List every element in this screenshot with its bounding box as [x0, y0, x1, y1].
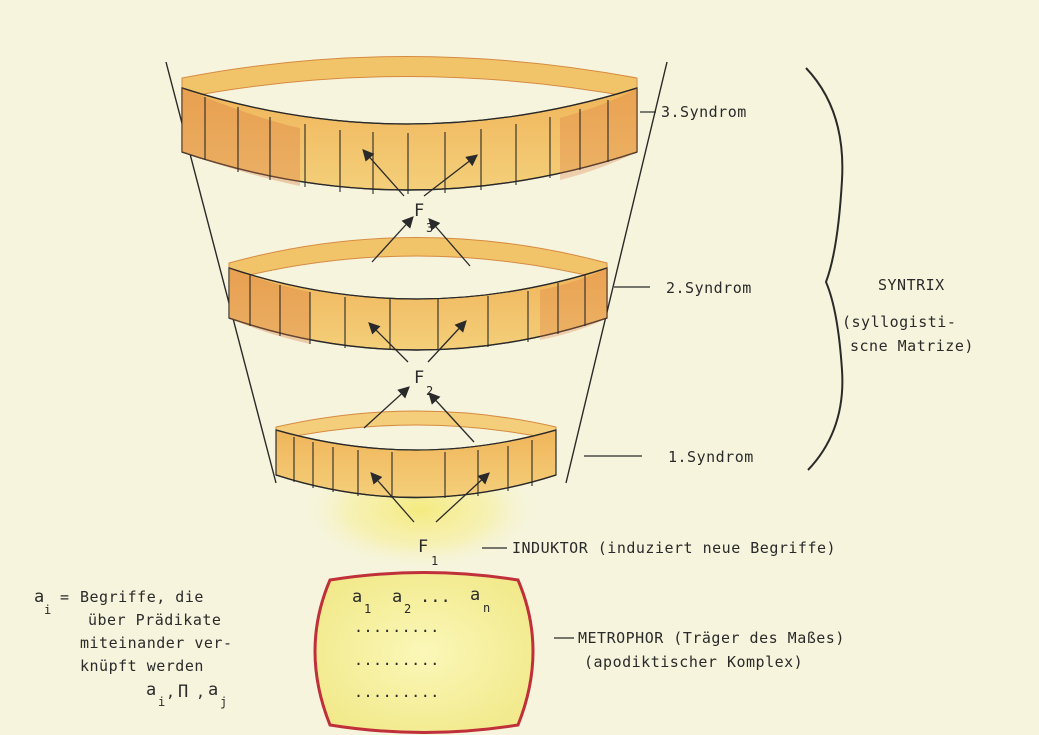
- legend-relation-ai-sub: i: [158, 695, 165, 709]
- syntrix-desc-line1: (syllogisti-: [842, 313, 956, 331]
- ring-2: [229, 238, 607, 351]
- metrophor-a2-main: a: [392, 587, 402, 607]
- metrophor-dot-row-3: .........: [354, 683, 440, 701]
- metrophor-dot-row-1: .........: [354, 618, 440, 636]
- factor-f3-sub: 3: [426, 221, 433, 235]
- syndrom-1-label: 1.Syndrom: [668, 448, 754, 466]
- metrophor-a1-main: a: [352, 587, 362, 607]
- factor-f1-sub: 1: [431, 554, 438, 568]
- syntrix-desc-line2: scne Matrize): [850, 337, 974, 355]
- legend-relation-aj-sub: j: [220, 695, 227, 709]
- ring-3: [182, 57, 637, 195]
- metrophor-dot-rows: ......... ......... .........: [354, 618, 440, 701]
- ring-1: [276, 411, 556, 498]
- factor-f2-sub: 2: [426, 384, 433, 398]
- factor-f3-label: F 3: [414, 201, 433, 235]
- metrophor-a1-sub: 1: [364, 602, 371, 616]
- legend: a i = Begriffe, die über Prädikate mitei…: [34, 587, 233, 709]
- metrophor-a2-sub: 2: [404, 602, 411, 616]
- factor-f3-main: F: [414, 201, 424, 221]
- legend-line4: knüpft werden: [80, 657, 204, 675]
- factor-f2-label: F 2: [414, 368, 433, 398]
- legend-equals: =: [60, 588, 70, 606]
- metrophor-dot-row-2: .........: [354, 651, 440, 669]
- legend-symbol-main: a: [34, 587, 44, 607]
- legend-relation-ai-main: a: [146, 680, 156, 700]
- syntrix-brace: [806, 68, 842, 470]
- legend-relation-aj-main: a: [208, 680, 218, 700]
- metrophor-label-line1: METROPHOR (Träger des Maßes): [578, 629, 845, 647]
- metrophor-an-main: a: [470, 585, 480, 605]
- metrophor-ellipsis: ...: [420, 587, 451, 607]
- legend-relation-sep-1: ,: [166, 683, 176, 701]
- syndrom-3-label: 3.Syndrom: [661, 103, 747, 121]
- legend-line2: über Prädikate: [88, 611, 221, 629]
- metrophor-an-sub: n: [483, 601, 490, 615]
- syntrix-title: SYNTRIX: [878, 276, 945, 294]
- syndrom-2-label: 2.Syndrom: [666, 279, 752, 297]
- legend-line1: Begriffe, die: [80, 588, 204, 606]
- legend-relation-sep-2: ,: [196, 683, 206, 701]
- legend-line3: miteinander ver-: [80, 634, 233, 652]
- factor-f2-main: F: [414, 368, 424, 388]
- induktor-label: INDUKTOR (induziert neue Begriffe): [512, 539, 836, 557]
- legend-relation-pi: Π: [178, 682, 188, 702]
- metrophor-label-line2: (apodiktischer Komplex): [584, 653, 803, 671]
- legend-symbol-sub: i: [44, 603, 51, 617]
- factor-f1-main: F: [418, 537, 428, 557]
